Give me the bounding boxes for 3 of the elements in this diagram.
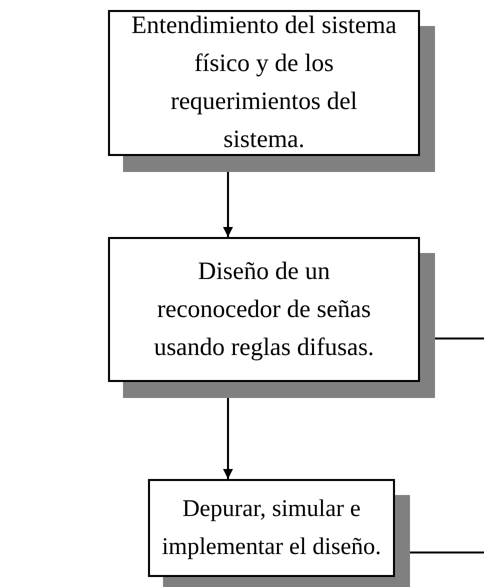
box-text: Diseño de un reconocedor de señas usando reglas difusas.: [152, 256, 376, 362]
box-text: Depurar, simular e implementar el diseño.: [160, 495, 382, 562]
box-text: Entendimiento del sistema físico y de los requerimientos del sistema.: [130, 11, 398, 155]
